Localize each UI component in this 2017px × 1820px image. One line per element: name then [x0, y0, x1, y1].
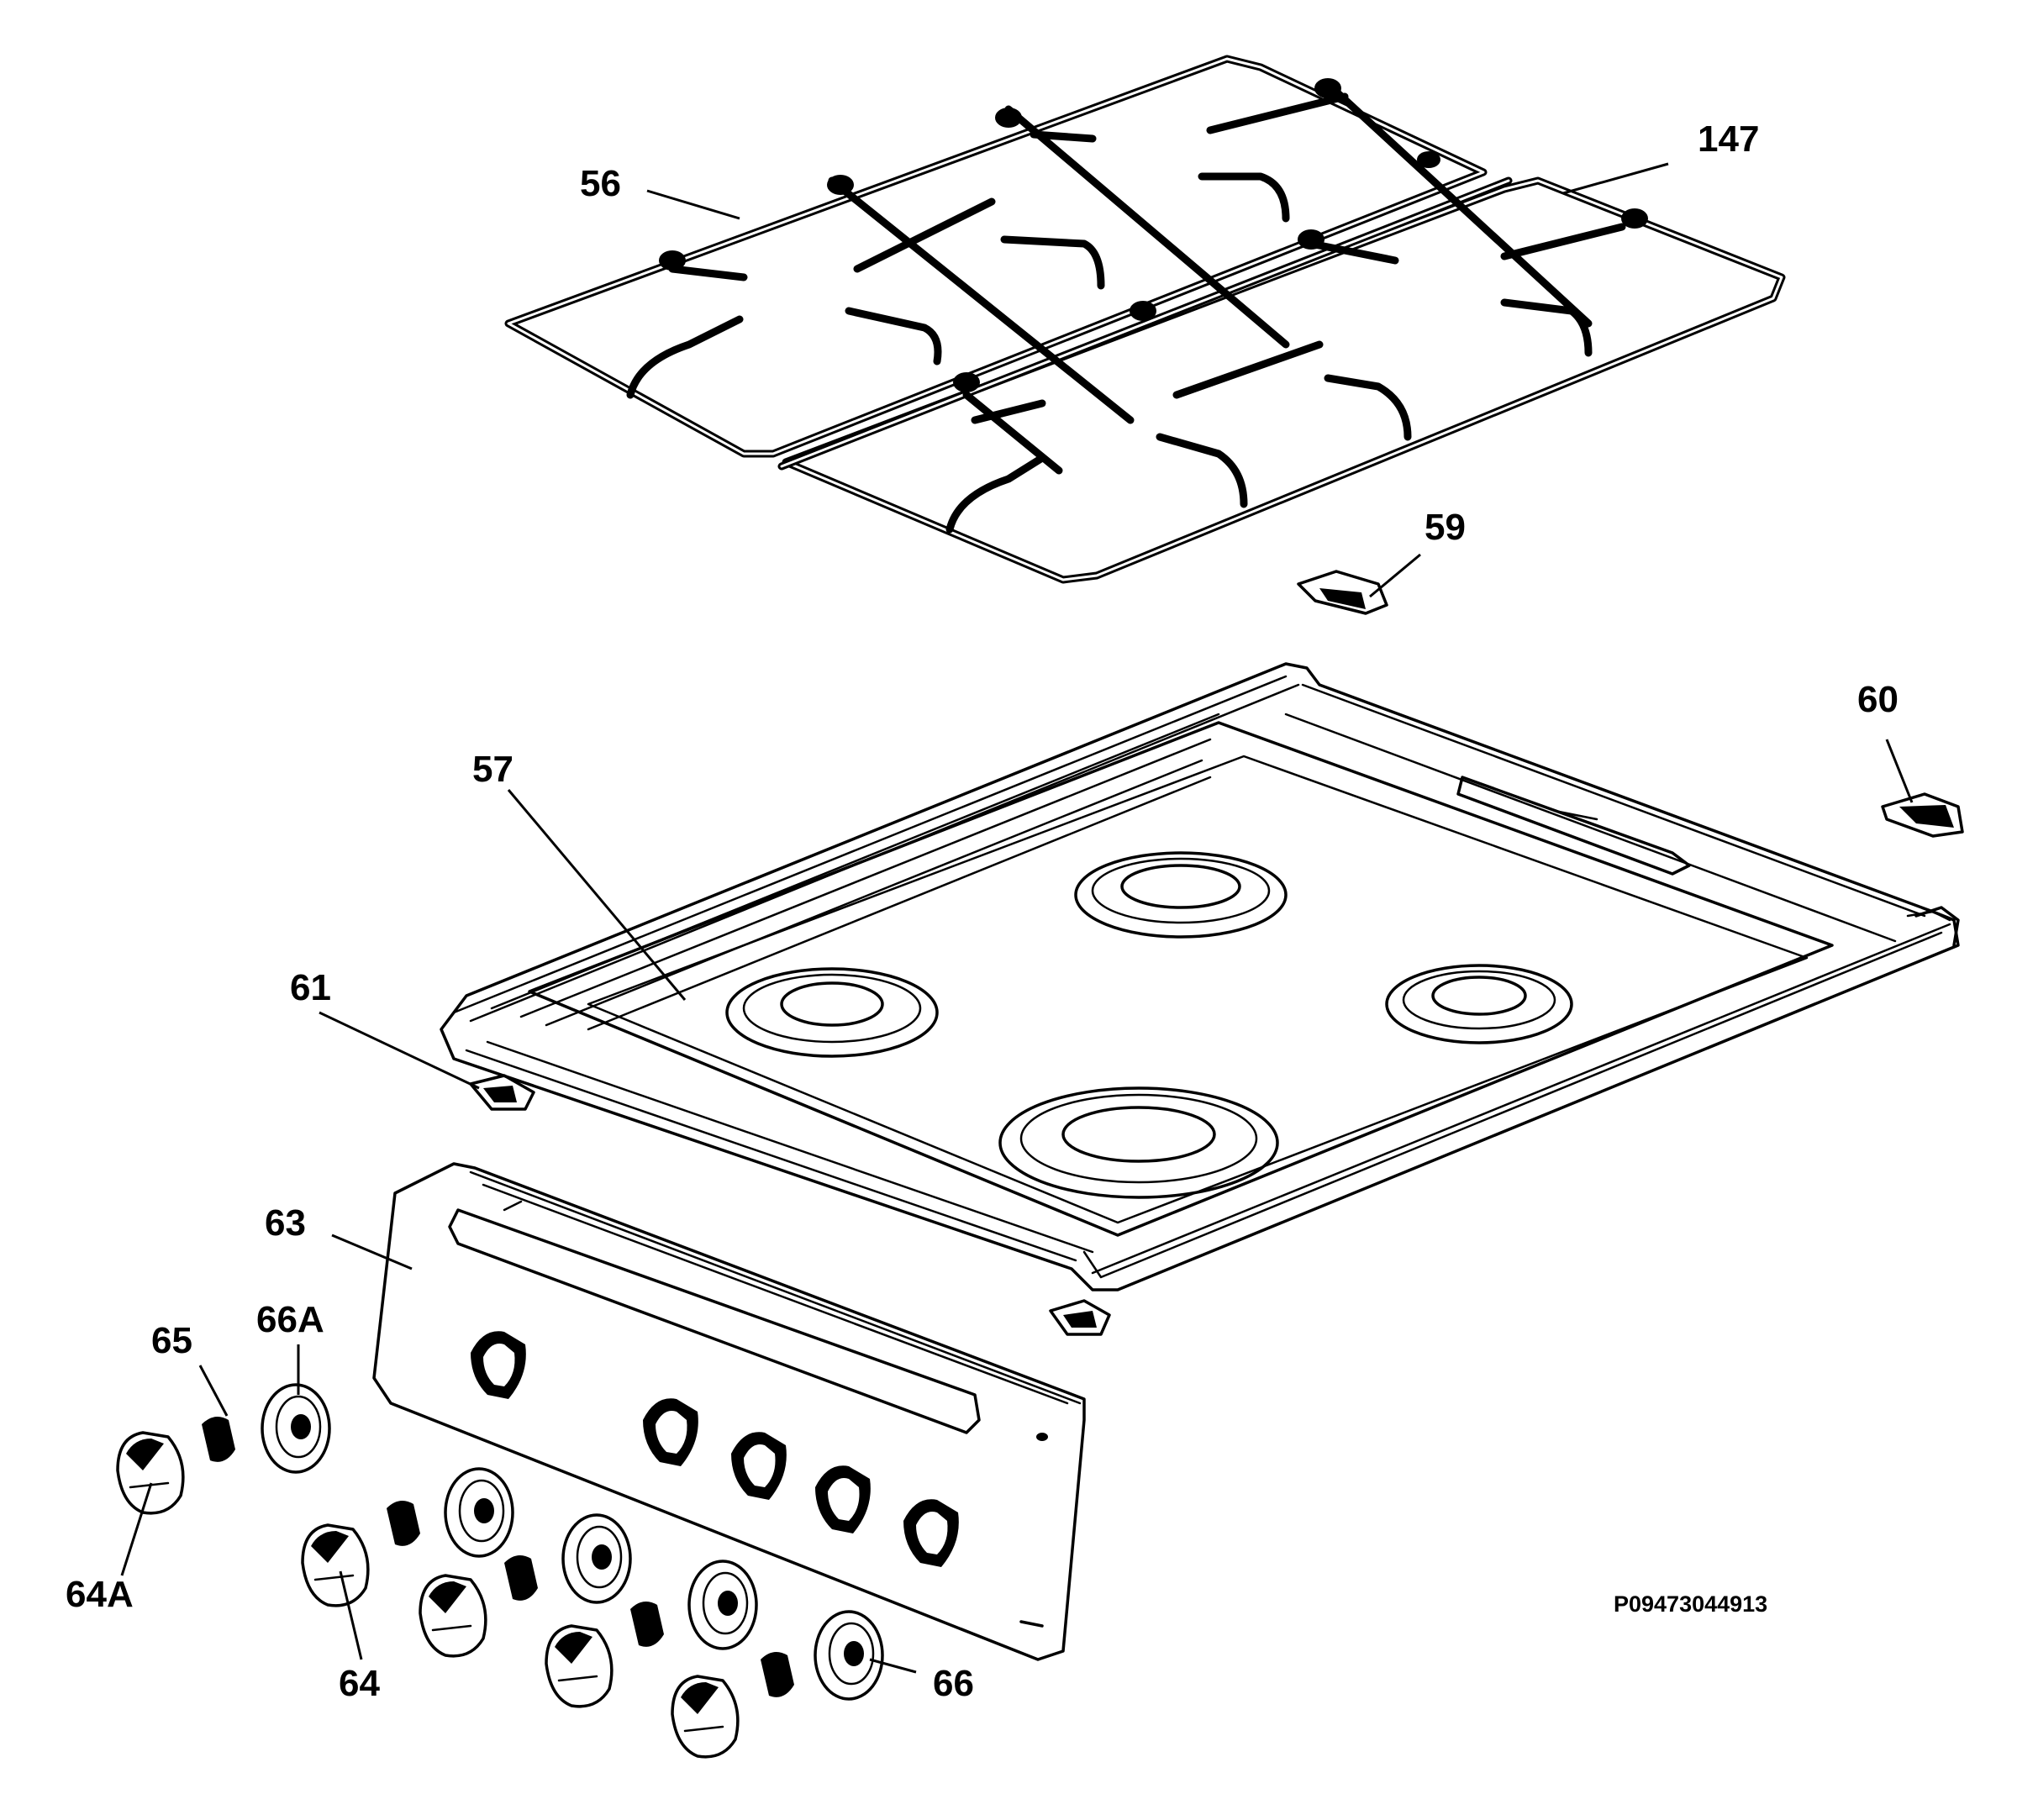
diagram-code: P09473044913	[1614, 1591, 1767, 1617]
leader-lines	[120, 162, 1914, 1674]
knob-bezels	[261, 1383, 884, 1701]
label-65: 65	[151, 1320, 192, 1361]
clip-part-60	[1881, 792, 1964, 838]
label-57: 57	[472, 749, 513, 790]
clip-part-61	[469, 1074, 535, 1111]
label-61: 61	[290, 967, 331, 1008]
label-56: 56	[580, 163, 621, 204]
label-66A: 66A	[256, 1299, 324, 1340]
label-64: 64	[339, 1663, 380, 1704]
label-59: 59	[1425, 507, 1466, 548]
control-panel-63	[372, 1162, 1086, 1661]
hob-top-57	[440, 662, 1960, 1291]
burner-recess-front-left	[998, 1086, 1279, 1199]
burner-recess-rear-right	[1074, 851, 1288, 939]
part-labels: 56 147 59 60 57 61 63 65 66A 64A 64 66 P…	[66, 118, 1899, 1704]
label-63: 63	[265, 1202, 306, 1244]
label-66: 66	[933, 1663, 974, 1704]
label-60: 60	[1857, 679, 1899, 720]
pan-support-grids	[504, 55, 1786, 584]
knob-springs	[202, 1417, 794, 1697]
panel-knob-holes	[471, 1331, 959, 1567]
burner-recess-rear-left	[725, 967, 939, 1058]
label-64A: 64A	[66, 1574, 134, 1615]
clip-part-59	[1297, 570, 1388, 615]
label-147: 147	[1698, 118, 1759, 160]
clip-part-front	[1049, 1299, 1111, 1336]
control-knobs	[116, 1431, 740, 1759]
burner-recess-front-right	[1385, 964, 1573, 1044]
